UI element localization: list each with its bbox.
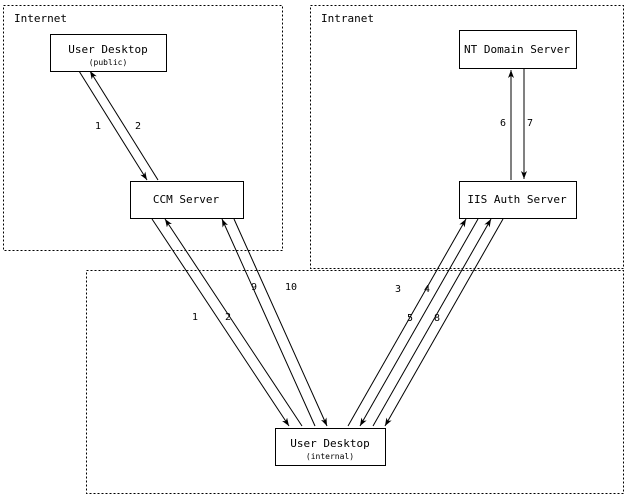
node-user-desktop-public[interactable]: User Desktop (public) bbox=[50, 34, 167, 72]
edge-step-label-edge-2-ccm-to-public: 2 bbox=[135, 121, 141, 132]
edge-edge-2-ccm-to-public bbox=[89, 70, 159, 181]
zone-label-internet: Internet bbox=[14, 12, 67, 25]
node-user-desktop-internal[interactable]: User Desktop (internal) bbox=[275, 428, 386, 466]
node-title-iis-auth-server: IIS Auth Server bbox=[467, 193, 567, 206]
node-iis-auth-server[interactable]: IIS Auth Server bbox=[459, 181, 577, 219]
zone-internet: Internet bbox=[3, 5, 283, 251]
edge-edge-9-internal-to-ccm bbox=[221, 218, 316, 427]
zone-boundary-internal-lan bbox=[86, 270, 624, 494]
edge-step-label-edge-1b-ccm-to-internal: 1 bbox=[192, 312, 198, 323]
edge-step-label-edge-6-iis-to-nt: 6 bbox=[500, 118, 506, 129]
node-title-ccm-server: CCM Server bbox=[153, 193, 220, 206]
edge-edge-2b-internal-to-ccm bbox=[164, 218, 303, 427]
edge-step-label-edge-10-ccm-to-internal: 10 bbox=[285, 282, 297, 293]
edge-step-label-edge-4-iis-to-internal: 4 bbox=[424, 284, 430, 295]
zone-intranet: Intranet bbox=[310, 5, 624, 269]
zone-boundary-internet bbox=[3, 5, 283, 251]
edge-step-label-edge-2b-internal-to-ccm: 2 bbox=[225, 312, 231, 323]
edge-edge-8-iis-to-internal bbox=[384, 218, 504, 427]
edge-edge-10-ccm-to-internal bbox=[233, 218, 328, 427]
edge-step-label-edge-9-internal-to-ccm: 9 bbox=[251, 282, 257, 293]
node-box-nt-domain-server[interactable] bbox=[459, 30, 577, 69]
node-nt-domain-server[interactable]: NT Domain Server bbox=[459, 30, 577, 69]
edge-labels-layer: 1 2 1 2 9 10 3 4 5 8 6 7 bbox=[95, 118, 533, 324]
zones-layer: Internet Intranet bbox=[3, 5, 624, 494]
node-box-iis-auth-server[interactable] bbox=[459, 181, 577, 219]
node-title-user-desktop-public: User Desktop bbox=[68, 43, 147, 56]
edge-step-label-edge-7-nt-to-iis: 7 bbox=[527, 118, 533, 129]
node-subtitle-user-desktop-internal: (internal) bbox=[306, 452, 354, 461]
edge-edge-3-internal-to-iis bbox=[347, 218, 467, 427]
edge-edge-1b-ccm-to-internal bbox=[151, 218, 290, 427]
zone-internal-lan bbox=[86, 270, 624, 494]
node-subtitle-user-desktop-public: (public) bbox=[89, 58, 128, 67]
zone-label-intranet: Intranet bbox=[321, 12, 374, 25]
node-title-nt-domain-server: NT Domain Server bbox=[464, 43, 570, 56]
edge-step-label-edge-8-iis-to-internal: 8 bbox=[434, 313, 440, 324]
node-box-user-desktop-internal[interactable] bbox=[275, 428, 386, 466]
node-box-ccm-server[interactable] bbox=[130, 181, 244, 219]
edge-edge-1-public-to-ccm bbox=[78, 70, 148, 181]
nodes-layer: User Desktop (public) CCM Server NT Domain … bbox=[50, 30, 577, 466]
edge-step-label-edge-3-internal-to-iis: 3 bbox=[395, 284, 401, 295]
edge-edge-5-internal-to-iis bbox=[372, 218, 492, 427]
node-ccm-server[interactable]: CCM Server bbox=[130, 181, 244, 219]
zone-boundary-intranet bbox=[310, 5, 624, 269]
node-box-user-desktop-public[interactable] bbox=[50, 34, 167, 72]
edges-layer bbox=[78, 69, 527, 427]
edge-step-label-edge-5-internal-to-iis: 5 bbox=[407, 313, 413, 324]
node-title-user-desktop-internal: User Desktop bbox=[290, 437, 369, 450]
edge-step-label-edge-1-public-to-ccm: 1 bbox=[95, 121, 101, 132]
edge-edge-4-iis-to-internal bbox=[359, 218, 479, 427]
